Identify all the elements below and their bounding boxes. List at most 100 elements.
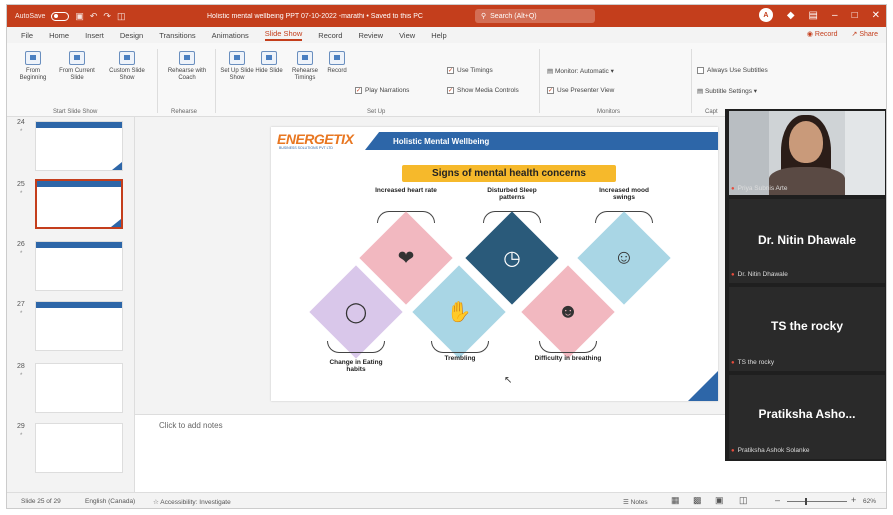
slide-header: ENERGETIX BUSINESS SOLUTIONS PVT LTD Hol…: [271, 127, 718, 153]
presenter-view-label: Use Presenter View: [557, 87, 615, 94]
ribbon-display-icon[interactable]: ▤: [808, 9, 818, 21]
use-timings-checkbox[interactable]: ✓ Use Timings: [447, 67, 493, 74]
notes-toggle-button[interactable]: ☰ Notes: [623, 498, 648, 506]
participant-tile[interactable]: [729, 287, 885, 371]
record-slide-button[interactable]: Record: [323, 51, 351, 75]
from-beginning-label: From Beginning: [19, 68, 47, 81]
setup-show-button[interactable]: Set Up Slide Show: [219, 51, 255, 82]
group-separator: [157, 49, 158, 113]
document-title: Holistic mental wellbeing PPT 07-10-2022…: [207, 12, 423, 20]
slide-thumbnail-27[interactable]: [35, 301, 123, 351]
accessibility-status[interactable]: ☆ Accessibility: Investigate: [153, 498, 231, 506]
zoom-slider-handle[interactable]: [805, 498, 807, 505]
always-subtitles-checkbox[interactable]: Always Use Subtitles: [697, 67, 768, 74]
group-rehearse-label: Rehearse: [171, 109, 198, 115]
play-narrations-checkbox[interactable]: ✓ Play Narrations: [355, 87, 409, 94]
participant-tile[interactable]: [729, 199, 885, 283]
label-sleep: Disturbed Sleep patterns: [487, 187, 537, 202]
tab-view[interactable]: View: [399, 30, 416, 40]
restore-icon[interactable]: □: [851, 9, 858, 21]
from-current-button[interactable]: From Current Slide: [59, 51, 95, 82]
mic-muted-icon: ●: [731, 447, 735, 454]
monitor-icon: ▤: [547, 68, 554, 75]
show-media-label: Show Media Controls: [457, 87, 519, 94]
slide-thumbnail-24[interactable]: [35, 121, 123, 171]
autosave-toggle[interactable]: [51, 11, 70, 21]
mic-muted-icon: ●: [731, 359, 735, 366]
user-avatar[interactable]: A: [758, 8, 773, 22]
record-button[interactable]: ◉ Record: [806, 31, 838, 38]
checkbox-box: ✓: [547, 87, 554, 94]
zoom-level[interactable]: 62%: [863, 498, 877, 505]
slideshow-icon: [25, 51, 41, 65]
current-slide[interactable]: ENERGETIX BUSINESS SOLUTIONS PVT LTD Hol…: [271, 127, 718, 401]
tab-animations[interactable]: Animations: [211, 30, 249, 40]
search-box[interactable]: ⚲ Search (Alt+Q): [475, 9, 595, 23]
slide-thumbnail-29[interactable]: [35, 423, 123, 473]
slideshow-view-icon[interactable]: ◫: [739, 495, 748, 505]
meeting-panel: ● Priya Subnis Arte Dr. Nitin Dhawale ● …: [725, 109, 886, 461]
subtitle-settings-dropdown[interactable]: ▤ Subtitle Settings ▾: [697, 87, 757, 95]
tab-design[interactable]: Design: [119, 30, 144, 40]
hide-slide-button[interactable]: Hide Slide: [255, 51, 283, 75]
custom-show-label: Custom Slide Show: [109, 68, 145, 81]
participant-name: Pratiksha Ashok Solanke: [737, 447, 810, 454]
language-indicator[interactable]: English (Canada): [85, 498, 136, 505]
thumb-header-strip: [37, 181, 121, 187]
video-background: [845, 111, 885, 195]
tab-home[interactable]: Home: [49, 30, 70, 40]
tab-help[interactable]: Help: [431, 30, 447, 40]
tab-slide-show[interactable]: Slide Show: [264, 29, 303, 41]
participant-video-tile[interactable]: [729, 111, 885, 195]
minimize-icon[interactable]: –: [832, 9, 838, 21]
participant-tile[interactable]: [729, 375, 885, 459]
always-subtitles-label: Always Use Subtitles: [707, 67, 768, 74]
presenter-view-checkbox[interactable]: ✓ Use Presenter View: [547, 87, 614, 94]
zoom-in-icon[interactable]: +: [851, 495, 857, 505]
tab-transitions[interactable]: Transitions: [159, 30, 196, 40]
status-bar: Slide 25 of 29 English (Canada) ☆ Access…: [7, 492, 886, 508]
present-icon[interactable]: ◫: [116, 10, 126, 21]
close-icon[interactable]: ✕: [871, 9, 880, 21]
group-separator: [215, 49, 216, 113]
tab-review[interactable]: Review: [358, 30, 384, 40]
slide-thumbnail-25[interactable]: [35, 179, 123, 229]
thumb-corner: [112, 162, 122, 170]
slide-thumbnail-26[interactable]: [35, 241, 123, 291]
share-button[interactable]: ↗ Share: [851, 31, 879, 38]
thumb-number: 29: [17, 423, 25, 430]
thumb-number: 27: [17, 301, 25, 308]
custom-show-button[interactable]: Custom Slide Show: [105, 51, 149, 82]
notes-icon: ☰: [623, 499, 629, 506]
rehearse-coach-button[interactable]: Rehearse with Coach: [165, 51, 209, 82]
brand-logo: ENERGETIX: [277, 131, 354, 147]
redo-icon[interactable]: ↷: [103, 10, 111, 21]
monitor-dropdown[interactable]: ▤ Monitor: Automatic ▾: [547, 67, 614, 75]
label-heart-rate: Increased heart rate: [375, 187, 437, 194]
participant-display-name: Dr. Nitin Dhawale: [757, 233, 857, 247]
normal-view-icon[interactable]: ▦: [671, 495, 680, 505]
tab-insert[interactable]: Insert: [85, 30, 104, 40]
rehearse-timings-button[interactable]: Rehearse Timings: [289, 51, 321, 82]
participant-display-name: Pratiksha Asho...: [758, 407, 856, 421]
slide-sorter-icon[interactable]: ▩: [693, 495, 702, 505]
tab-record[interactable]: Record: [318, 30, 343, 40]
label-mood: Increased mood swings: [599, 187, 649, 202]
show-media-checkbox[interactable]: ✓ Show Media Controls: [447, 87, 519, 94]
person-icon: ☻: [557, 300, 579, 323]
search-placeholder: Search (Alt+Q): [490, 12, 537, 20]
diamond-icon[interactable]: ◆: [786, 9, 795, 21]
group-monitors-label: Monitors: [597, 109, 621, 115]
zoom-slider[interactable]: [787, 501, 847, 502]
tab-file[interactable]: File: [21, 30, 34, 40]
from-beginning-button[interactable]: From Beginning: [15, 51, 51, 82]
subtitle-settings-label: Subtitle Settings: [704, 88, 752, 95]
slide-thumbnail-28[interactable]: [35, 363, 123, 413]
undo-icon[interactable]: ↶: [89, 10, 98, 21]
reading-view-icon[interactable]: ▣: [715, 495, 724, 505]
thumb-number: 24: [17, 119, 25, 126]
save-icon[interactable]: ▣: [75, 10, 84, 21]
thumb-star: *: [20, 251, 23, 257]
zoom-out-icon[interactable]: –: [775, 495, 781, 505]
thumb-number: 26: [17, 241, 25, 248]
